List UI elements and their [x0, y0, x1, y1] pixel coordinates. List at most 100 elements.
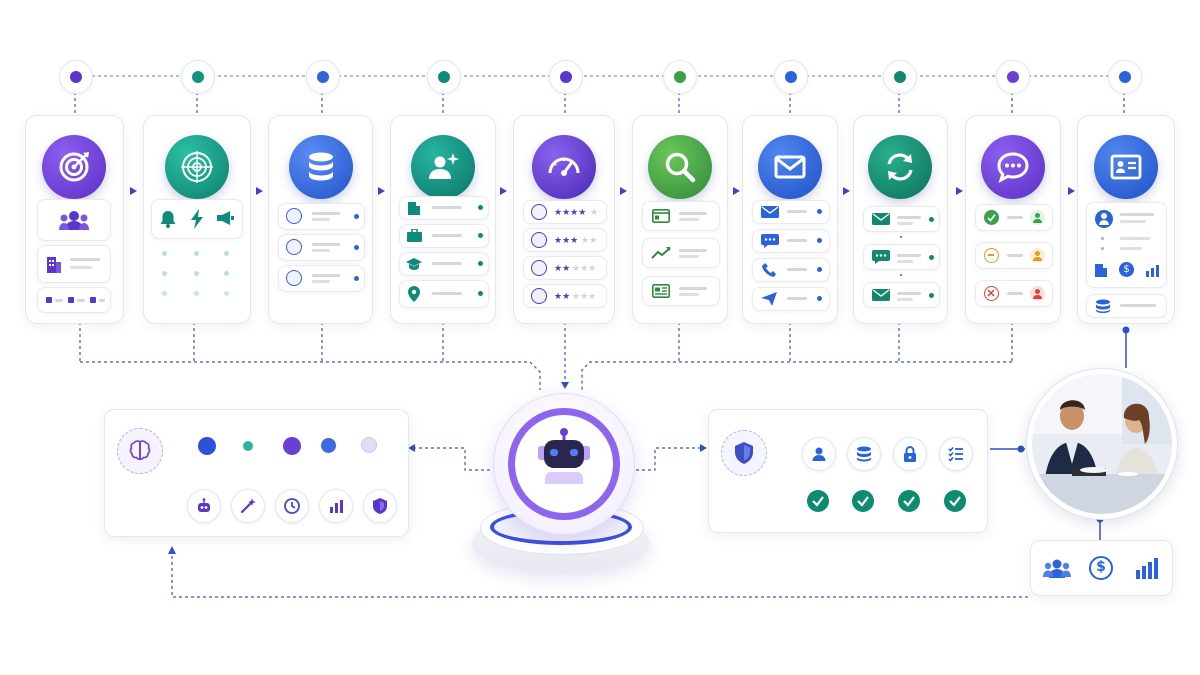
- stage-dot-5[interactable]: [549, 60, 583, 94]
- trend-tile: [642, 238, 720, 268]
- clock-icon[interactable]: [275, 489, 309, 523]
- mail-icon: [761, 206, 779, 218]
- location-pin-icon: [408, 286, 420, 302]
- bar-chart-icon: [1136, 558, 1158, 579]
- user-icon: [531, 260, 547, 276]
- trend-up-icon: [651, 247, 671, 259]
- arrow-right-icon: [378, 187, 385, 195]
- check-icon: [944, 490, 966, 512]
- stage-dot-6[interactable]: [663, 60, 697, 94]
- shield-icon: [721, 430, 767, 476]
- building-icon: [47, 257, 61, 273]
- lock-icon[interactable]: [893, 437, 927, 471]
- star-icon: ★★★: [554, 235, 579, 245]
- mail-icon: [872, 289, 890, 301]
- search-icon: [648, 135, 712, 199]
- ai-reasoning-panel[interactable]: [104, 409, 409, 537]
- phone-icon: [762, 263, 776, 277]
- stage-dot-1[interactable]: [59, 60, 93, 94]
- record-row: [278, 203, 365, 230]
- database-icon[interactable]: [847, 437, 881, 471]
- arrow-right-icon: [500, 187, 507, 195]
- bar-chart-icon[interactable]: [319, 489, 353, 523]
- graduation-cap-icon: [406, 258, 422, 270]
- hub-orb[interactable]: [493, 393, 635, 535]
- stage-card-followup[interactable]: [853, 115, 948, 324]
- arrow-right-icon: [733, 187, 740, 195]
- stage-card-crm[interactable]: $: [1077, 115, 1175, 324]
- arrow-right-icon: [843, 187, 850, 195]
- stage-card-target[interactable]: [25, 115, 124, 324]
- alerts-tile: [151, 199, 243, 239]
- stage-card-research[interactable]: [632, 115, 728, 324]
- stage-card-profile[interactable]: [390, 115, 496, 324]
- stage-dot-2[interactable]: [181, 60, 215, 94]
- stage-card-radar[interactable]: [143, 115, 251, 324]
- user-sparkle-icon: [411, 135, 475, 199]
- user-icon[interactable]: [802, 437, 836, 471]
- arrow-right-icon: [1068, 187, 1075, 195]
- verification-panel[interactable]: [708, 409, 988, 533]
- flow-node[interactable]: [283, 437, 301, 455]
- flow-node[interactable]: [361, 437, 377, 453]
- location-row: [399, 280, 489, 308]
- rating-row: ★★★★★: [523, 256, 607, 280]
- followup-chat-row: [863, 244, 940, 270]
- bar-chart-icon: [1146, 265, 1159, 277]
- user-icon: [286, 270, 302, 286]
- stage-dot-7[interactable]: [774, 60, 808, 94]
- lightning-icon: [191, 209, 203, 229]
- gauge-icon: [532, 135, 596, 199]
- robot-icon: [538, 428, 590, 484]
- flow-node[interactable]: [243, 441, 253, 451]
- building-tile: [37, 245, 111, 283]
- avatar: [1095, 210, 1113, 228]
- email-channel-row: [752, 200, 830, 224]
- response-neutral-row: [975, 242, 1053, 269]
- stage-dot-10[interactable]: [1108, 60, 1142, 94]
- database-icon: [1096, 299, 1110, 313]
- mail-icon: [758, 135, 822, 199]
- phone-channel-row: [752, 258, 830, 282]
- target-icon: [42, 135, 106, 199]
- stage-dot-8[interactable]: [883, 60, 917, 94]
- team-tile: [37, 199, 111, 241]
- send-icon: [761, 292, 777, 306]
- progress-tile: [37, 287, 111, 313]
- response-negative-row: [975, 280, 1053, 307]
- rating-row: ★★★★★: [523, 228, 607, 252]
- bot-icon[interactable]: [187, 489, 221, 523]
- outcome-metrics-panel[interactable]: $: [1030, 540, 1173, 596]
- star-icon: ★★★★: [554, 207, 587, 217]
- user-icon: [1030, 286, 1045, 301]
- stage-card-responses[interactable]: [965, 115, 1061, 324]
- arrow-right-icon: [620, 187, 627, 195]
- stage-dot-4[interactable]: [427, 60, 461, 94]
- flow-node[interactable]: [198, 437, 216, 455]
- stage-card-database[interactable]: [268, 115, 373, 324]
- record-row: [278, 234, 365, 261]
- stage-dot-3[interactable]: [306, 60, 340, 94]
- stage-card-outreach[interactable]: [742, 115, 838, 324]
- bell-icon: [160, 211, 176, 228]
- company-row: [399, 196, 489, 220]
- browser-icon: [652, 209, 670, 223]
- chat-bubble-icon: [761, 234, 779, 248]
- check-icon: [807, 490, 829, 512]
- stage-card-scoring[interactable]: ★★★★★ ★★★★★ ★★★★★ ★★★★★: [513, 115, 615, 324]
- magic-wand-icon[interactable]: [231, 489, 265, 523]
- stage-dot-9[interactable]: [996, 60, 1030, 94]
- check-icon: [852, 490, 874, 512]
- radar-icon: [165, 135, 229, 199]
- newspaper-icon: [652, 284, 670, 298]
- shield-icon[interactable]: [363, 489, 397, 523]
- job-row: [399, 224, 489, 248]
- id-card-icon: [1094, 135, 1158, 199]
- megaphone-icon: [217, 211, 234, 225]
- database-sync-tile: [1086, 294, 1167, 318]
- record-row: [278, 265, 365, 292]
- flow-node[interactable]: [321, 438, 336, 453]
- business-meeting-photo: [1026, 368, 1178, 520]
- checklist-icon[interactable]: [939, 437, 973, 471]
- check-circle-icon: [984, 210, 999, 225]
